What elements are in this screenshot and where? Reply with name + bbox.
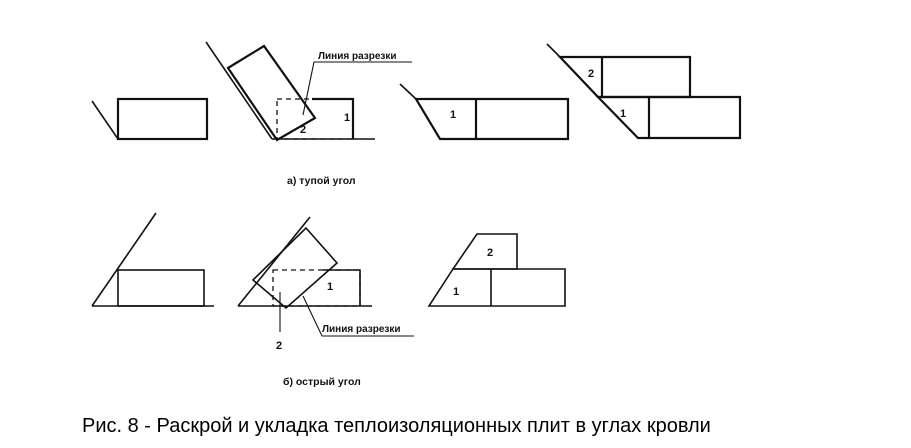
a3-placed-piece: 1 bbox=[399, 83, 570, 141]
b1-initial-slab bbox=[91, 212, 214, 307]
b2-rotated-slab bbox=[251, 226, 339, 310]
b2-cut-line-leader bbox=[302, 295, 414, 337]
a3-roof-slope-top bbox=[399, 83, 417, 100]
b1-roof-slope-line bbox=[91, 212, 157, 307]
b3-upper-piece bbox=[451, 233, 518, 270]
section-b-acute-angle: Линия разрезки 2 1 2 1 б) острый угол bbox=[91, 212, 566, 388]
figure-caption: Рис. 8 - Раскрой и укладка теплоизоляцио… bbox=[82, 415, 711, 437]
a2-cut-line-leader bbox=[302, 61, 412, 116]
b2-dashed-slab-outline bbox=[272, 269, 361, 307]
b3-piece-2-label: 2 bbox=[487, 247, 493, 259]
a2-piece-1-label: 1 bbox=[344, 112, 350, 124]
b2-piece-2-label: 2 bbox=[276, 340, 282, 352]
b3-two-rows: 2 1 bbox=[427, 233, 566, 307]
a2-cut-line-label: Линия разрезки bbox=[318, 51, 397, 62]
b1-slab bbox=[117, 269, 205, 307]
b3-lower-row bbox=[427, 268, 566, 307]
a1-roof-slope-line bbox=[91, 100, 119, 140]
a1-slab bbox=[116, 97, 209, 141]
a3-piece-1-label: 1 bbox=[450, 109, 456, 121]
b2-roof-slope-line bbox=[237, 216, 311, 307]
section-a-subtitle: а) тупой угол bbox=[287, 175, 356, 187]
a3-slab-outline bbox=[414, 97, 570, 141]
b3-piece-1-label: 1 bbox=[453, 286, 459, 298]
a1-initial-slab bbox=[91, 97, 209, 141]
a2-dashed-slab-outline bbox=[276, 98, 354, 140]
section-a-obtuse-angle: Линия разрезки 2 1 1 2 1 а) тупой угол bbox=[91, 41, 742, 187]
a2-cut-slab: Линия разрезки 2 1 bbox=[205, 41, 412, 142]
b2-cut-slab: Линия разрезки 2 1 bbox=[237, 216, 414, 352]
a4-two-rows: 2 1 bbox=[546, 43, 742, 140]
a4-roof-slope-top bbox=[546, 43, 561, 58]
a4-piece-2-label: 2 bbox=[588, 68, 594, 80]
a4-lower-row bbox=[595, 95, 742, 140]
a4-piece-1-label: 1 bbox=[620, 108, 626, 120]
section-b-subtitle: б) острый угол bbox=[283, 376, 361, 388]
b2-cut-line-label: Линия разрезки bbox=[322, 324, 401, 335]
a2-roof-slope-line bbox=[205, 41, 273, 140]
a4-upper-row bbox=[557, 55, 692, 99]
a2-piece-2-label: 2 bbox=[300, 124, 306, 136]
a2-rotated-slab bbox=[226, 44, 317, 142]
b2-piece-1-label: 1 bbox=[327, 281, 333, 293]
